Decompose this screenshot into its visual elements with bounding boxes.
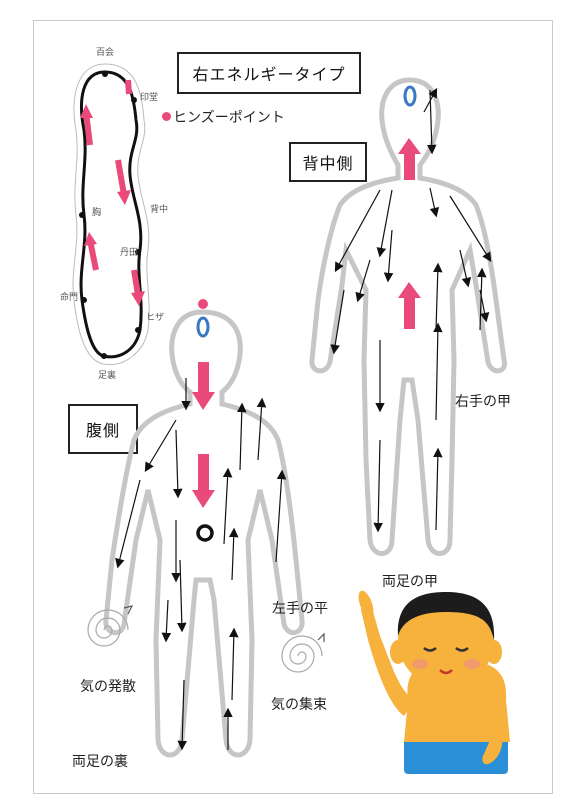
qi-gather-spiral bbox=[281, 632, 325, 673]
legend-dot bbox=[162, 112, 171, 121]
label-left-palm: 左手の平 bbox=[272, 601, 328, 617]
title-box: 右エネルギータイプ bbox=[177, 52, 361, 94]
pointing-boy-illustration bbox=[358, 590, 510, 774]
side-label-foot: 足裏 bbox=[98, 369, 116, 381]
label-qi-disperse: 気の発散 bbox=[80, 679, 136, 695]
side-label-neck: 印堂 bbox=[140, 91, 158, 103]
side-label-navel: 丹田 bbox=[120, 247, 138, 258]
side-label-upper-back: 背中 bbox=[150, 203, 168, 215]
back-side-label: 背中側 bbox=[289, 142, 367, 182]
front-side-label: 腹側 bbox=[68, 404, 138, 454]
side-label-knee: ヒザ bbox=[146, 312, 164, 323]
back-body-figure bbox=[309, 77, 508, 556]
legend-label: ヒンズーポイント bbox=[173, 110, 285, 126]
front-body-figure bbox=[103, 299, 305, 758]
side-label-top: 百会 bbox=[96, 46, 114, 58]
side-label-hip: 命門 bbox=[60, 291, 78, 303]
qi-disperse-spiral bbox=[87, 605, 134, 647]
side-profile-figure bbox=[72, 63, 150, 366]
label-right-hand-back: 右手の甲 bbox=[455, 394, 511, 410]
side-label-chest: 胸 bbox=[92, 206, 101, 218]
title-text: 右エネルギータイプ bbox=[192, 65, 346, 84]
label-both-soles: 両足の裏 bbox=[72, 754, 128, 770]
label-both-feet-top: 両足の甲 bbox=[382, 574, 438, 590]
label-qi-gather: 気の集束 bbox=[271, 697, 327, 713]
